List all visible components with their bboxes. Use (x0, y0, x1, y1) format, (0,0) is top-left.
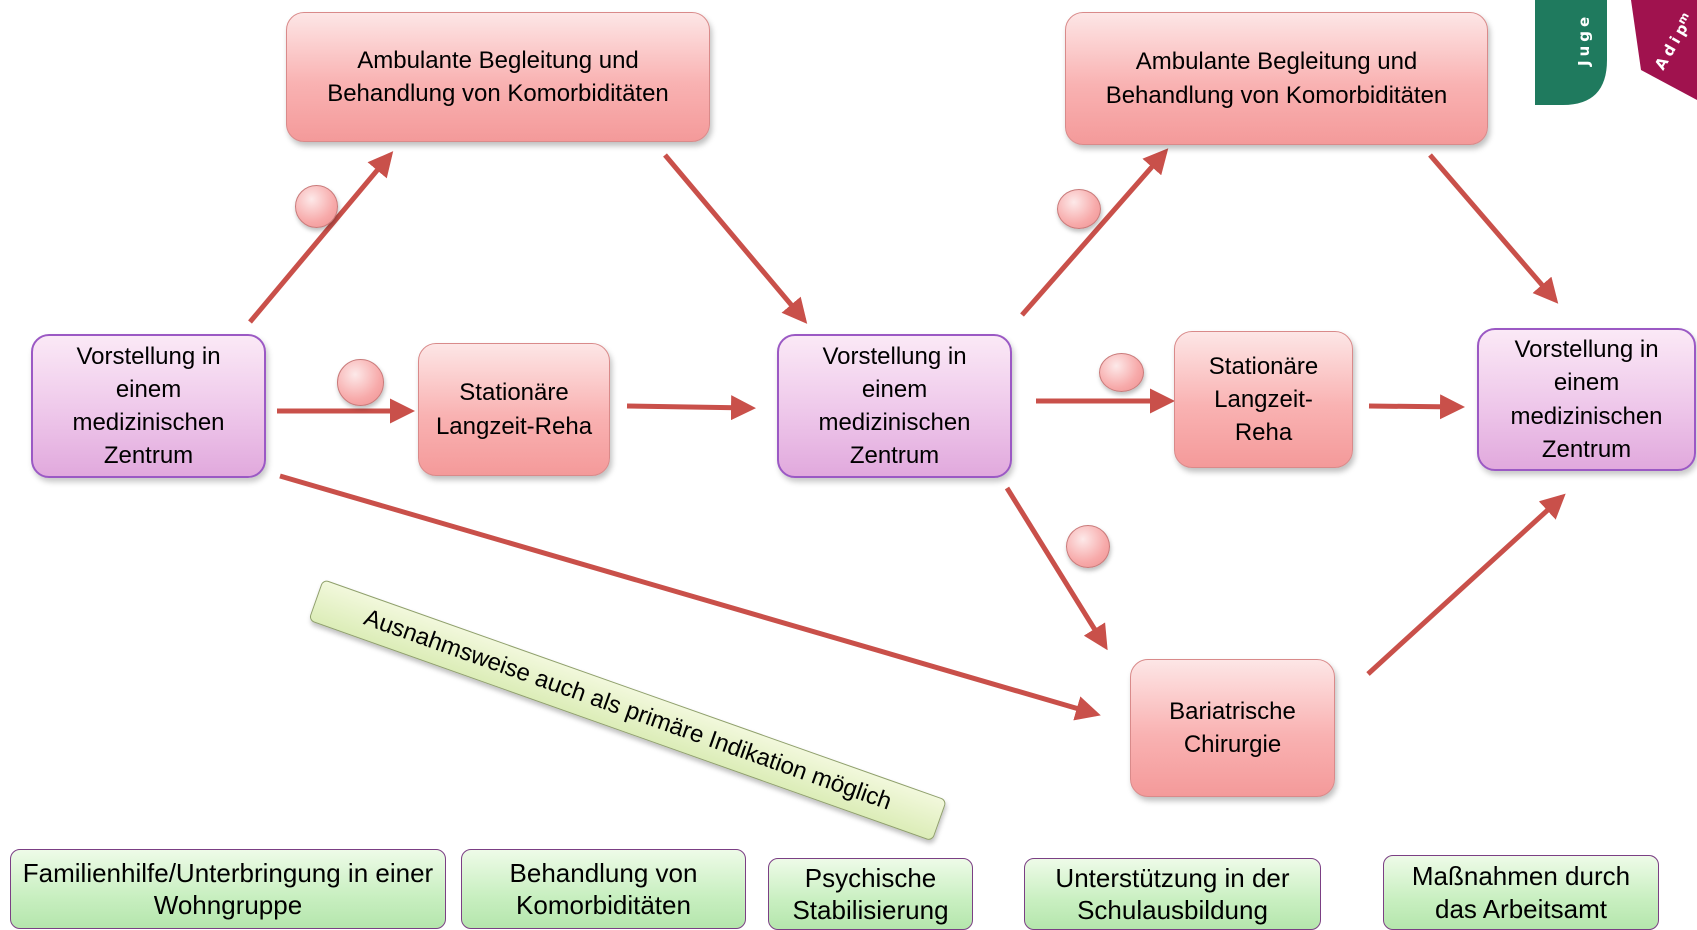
bariatrisch-box: Bariatrische Chirurgie (1130, 659, 1335, 797)
support-box-familienhilfe: Familienhilfe/Unterbringung in einer Woh… (10, 849, 446, 929)
arrow-vorstellung-middle-to-ambulant-right (1020, 148, 1169, 317)
support-box-arbeitsamt: Maßnahmen durch das Arbeitsamt (1383, 855, 1659, 930)
arrow-reha-right-to-vorstellung-right (1368, 394, 1465, 420)
reha-left-box: Stationäre Langzeit-Reha (418, 343, 610, 476)
support-box-psychische-stabilisierung: Psychische Stabilisierung (768, 858, 973, 930)
support-box-schulausbildung: Unterstützung in der Schulausbildung (1024, 858, 1321, 930)
arrow-vorstellung-left-to-bariatrisch (279, 473, 1101, 721)
decision-dot (1057, 189, 1101, 229)
reha-right-box: Stationäre Langzeit-Reha (1174, 331, 1353, 468)
vorstellung-left-box: Vorstellung in einem medizinischen Zentr… (31, 334, 266, 478)
arrow-reha-left-to-vorstellung-middle (626, 395, 756, 421)
decision-dot (337, 359, 384, 406)
arrow-vorstellung-middle-to-bariatrisch (1004, 486, 1108, 651)
arrow-ambulant-right-to-vorstellung-right (1428, 153, 1559, 304)
organization-logo: Juge Adip m (1535, 0, 1697, 110)
decision-dot (295, 185, 338, 228)
logo-shapes-icon (1535, 0, 1697, 105)
vorstellung-middle-box: Vorstellung in einem medizinischen Zentr… (777, 334, 1012, 478)
decision-dot (1099, 353, 1144, 392)
arrow-bariatrisch-to-vorstellung-right (1366, 493, 1566, 676)
decision-dot (1066, 525, 1110, 568)
arrow-vorstellung-left-to-ambulant-left (248, 151, 394, 324)
vorstellung-right-box: Vorstellung in einem medizinischen Zentr… (1477, 328, 1696, 471)
arrow-ambulant-left-to-vorstellung-middle (663, 153, 808, 324)
ambulant-right-box: Ambulante Begleitung und Behandlung von … (1065, 12, 1488, 145)
support-box-komorbiditaeten: Behandlung von Komorbiditäten (461, 849, 746, 929)
ambulant-left-box: Ambulante Begleitung und Behandlung von … (286, 12, 710, 142)
logo-text-jugend: Juge (1575, 12, 1593, 66)
